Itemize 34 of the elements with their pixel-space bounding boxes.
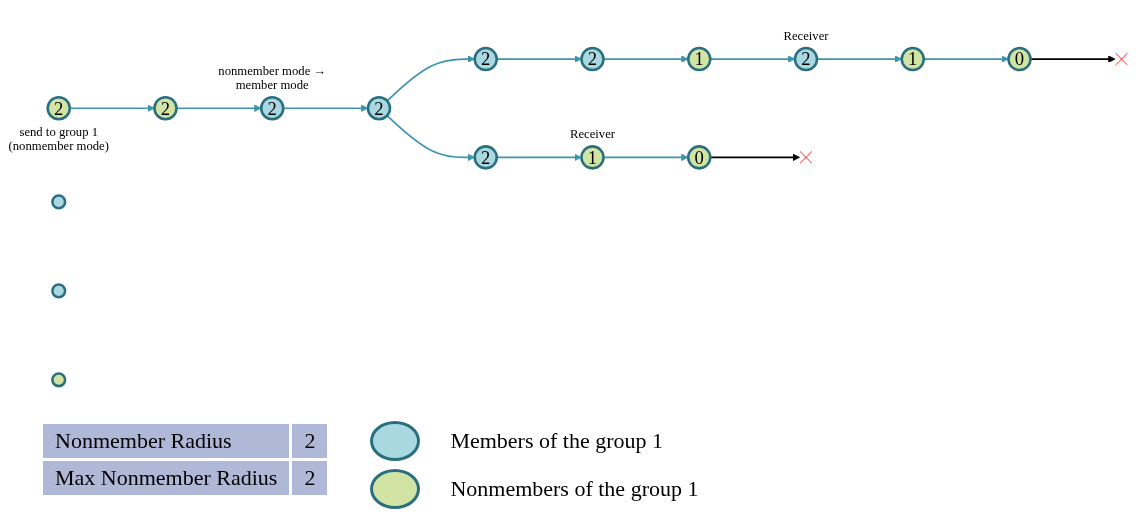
arrow — [386, 115, 476, 162]
cross-mark — [1115, 52, 1128, 66]
empty-circle — [51, 194, 67, 210]
empty-circle — [51, 283, 67, 299]
node-circle: 2 — [473, 47, 498, 72]
node-circle: 2 — [580, 47, 605, 72]
table-cell: Nonmember Radius — [43, 424, 290, 458]
table-cell: 2 — [292, 461, 328, 495]
table-cell: Max Nonmember Radius — [43, 461, 290, 495]
arrow — [709, 153, 800, 162]
node-caption: nonmember mode → member mode — [218, 63, 327, 93]
node-circle: 2 — [259, 96, 285, 121]
cross-mark — [799, 151, 813, 164]
arrow — [816, 55, 903, 63]
legend-label: Members of the group 1 — [450, 428, 664, 454]
node-circle: 2 — [366, 96, 392, 121]
node-caption: Receiver — [783, 29, 829, 44]
arrow — [282, 104, 369, 113]
node-circle: 1 — [900, 47, 926, 72]
node-circle: 1 — [686, 47, 712, 72]
node-caption: send to group 1 (nonmember mode) — [8, 124, 109, 154]
legend-label: Nonmembers of the group 1 — [450, 476, 699, 502]
node-circle: 2 — [793, 47, 819, 72]
empty-circle — [51, 372, 67, 388]
node-circle: 0 — [686, 145, 712, 170]
arrow — [386, 55, 476, 102]
node-circle: 0 — [1007, 47, 1032, 72]
node-circle: 2 — [46, 96, 71, 121]
node-circle: 2 — [473, 145, 498, 170]
node-caption: Receiver — [569, 127, 616, 142]
node-circle: 2 — [153, 96, 178, 121]
arrow — [709, 55, 796, 63]
table-cell: 2 — [292, 424, 328, 458]
node-circle: 1 — [580, 145, 605, 170]
